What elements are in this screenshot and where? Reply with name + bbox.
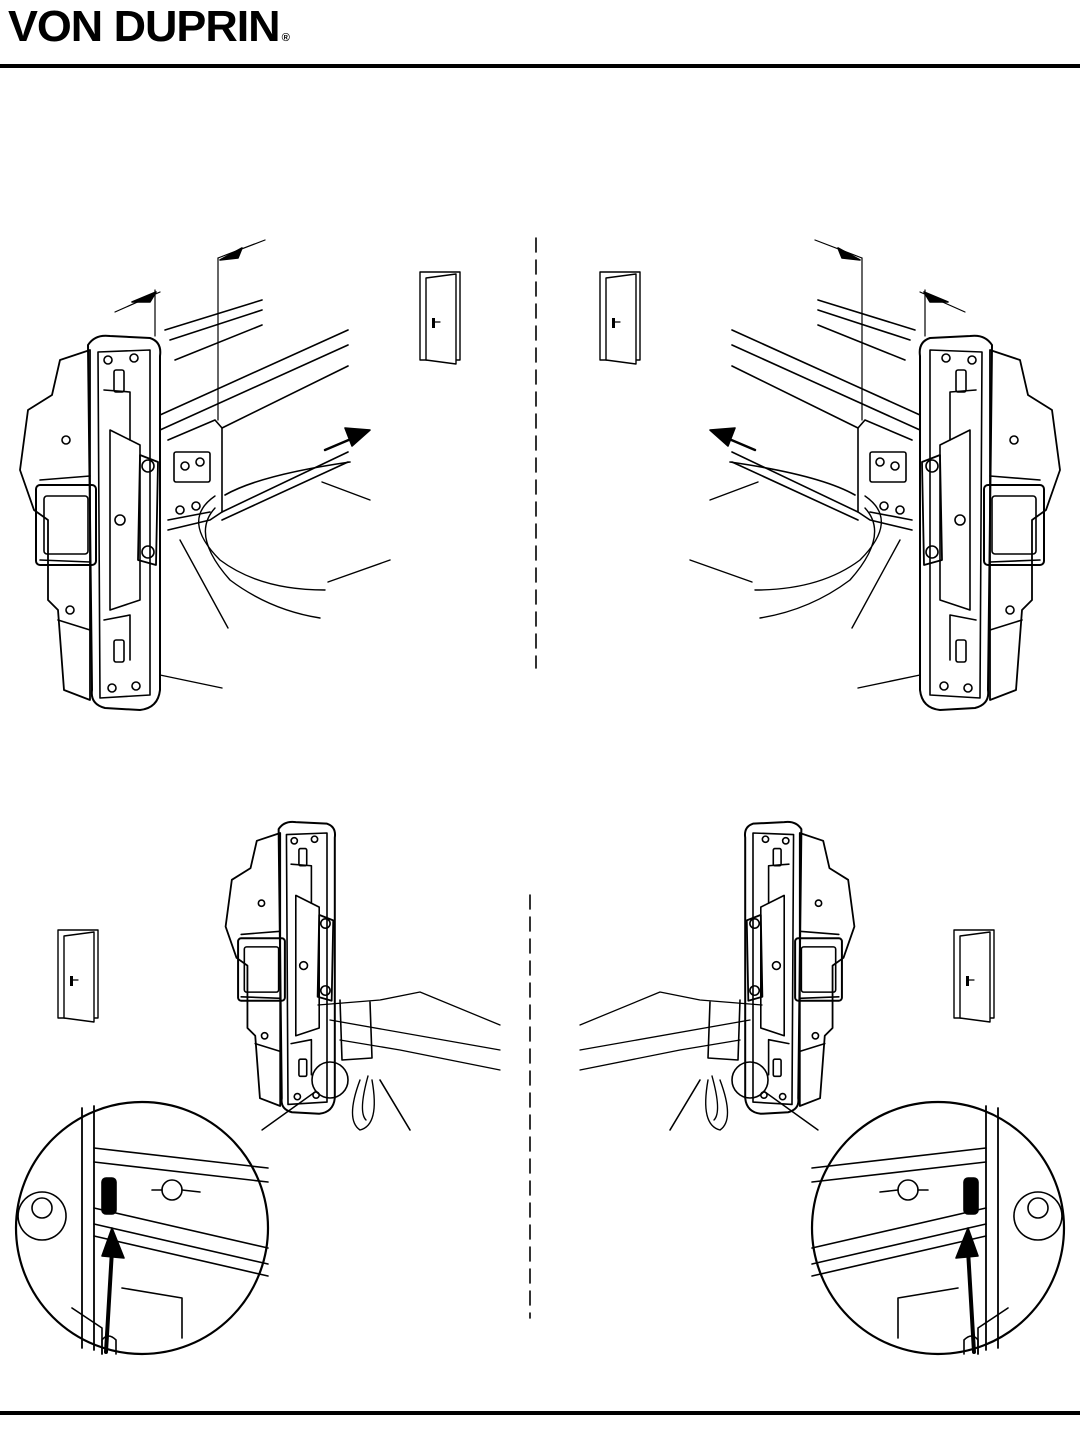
door-icon xyxy=(600,272,640,364)
door-icon xyxy=(58,930,98,1022)
door-icon xyxy=(954,930,994,1022)
top-left-figure xyxy=(20,240,460,710)
bottom-left-figure xyxy=(16,822,500,1354)
top-right-figure xyxy=(690,240,1060,710)
bottom-right-figure xyxy=(580,822,1064,1354)
door-icon xyxy=(420,272,460,364)
